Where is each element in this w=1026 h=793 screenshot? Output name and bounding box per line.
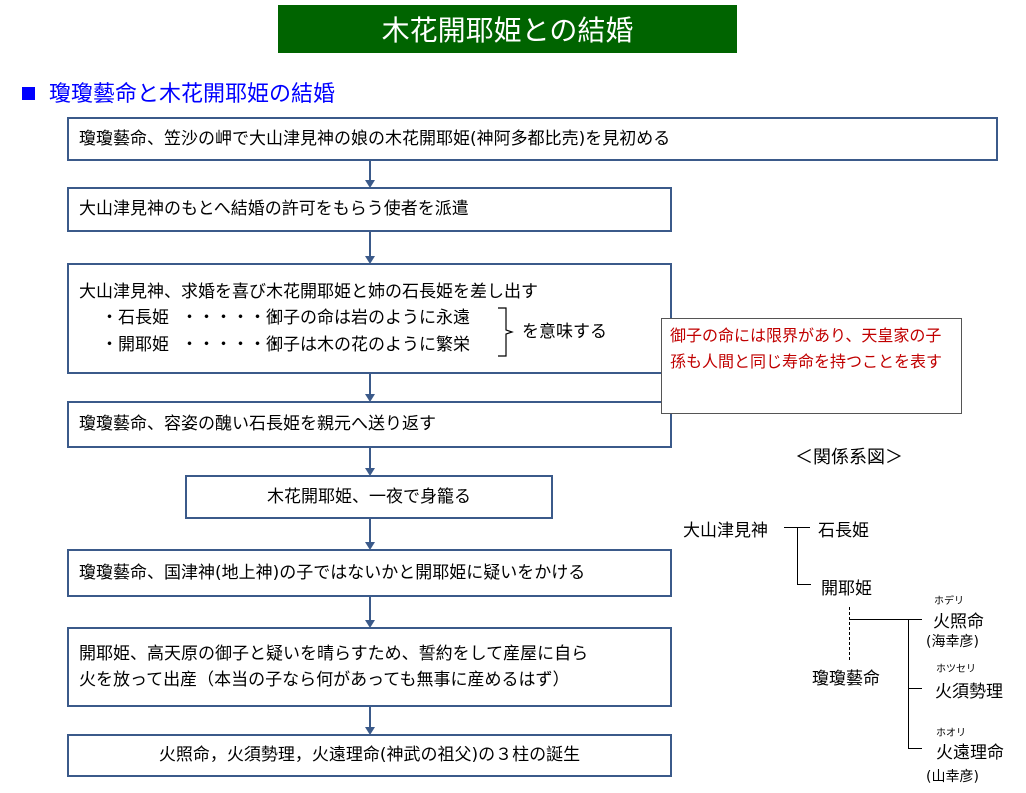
step-1-box: 瓊瓊藝命、笠沙の岬で大山津見神の娘の木花開耶姫(神阿多都比売)を見初める [67,117,998,161]
genealogy-title: ＜関係系図＞ [795,447,903,468]
item-dots: ・・・・・・ [181,308,283,329]
line [797,527,798,585]
step-2-box: 大山津見神のもとへ結婚の許可をもらう使者を派遣 [67,187,672,232]
step-7-line-2: 火を放って出産（本当の子なら何があっても無事に産めるはず） [79,670,570,690]
arrow-2 [365,232,375,264]
slide-title: 木花開耶姫との結婚 [278,5,737,53]
item-meaning: 御子は木の花のように繁栄 [266,334,470,355]
marriage-dashed-line [849,607,850,660]
arrow-3 [365,374,375,402]
step-6-text: 瓊瓊藝命、国津神(地上神)の子ではないかと開耶姫に疑いをかける [79,562,586,583]
arrow-5 [365,519,375,550]
item-dots: ・・・・・・ [181,334,283,355]
child-1-furigana: ホデリ [934,596,964,607]
item-name: ・開耶姫 [101,334,169,355]
step-4-box: 瓊瓊藝命、容姿の醜い石長姫を親元へ送り返す [67,401,672,448]
step-8-box: 火照命，火須勢理，火遠理命(神武の祖父)の３柱の誕生 [67,734,672,777]
note-callout: 御子の命には限界があり、天皇家の子孫も人間と同じ寿命を持つことを表す [661,318,962,414]
arrow-7 [365,707,375,735]
item-name: ・石長姫 [101,308,169,329]
step-7-line-1: 開耶姫、高天原の御子と疑いを晴らすため、誓約をして産屋に自ら [79,643,589,664]
arrow-4 [365,448,375,476]
step-5-box: 木花開耶姫、一夜で身籠る [185,475,553,519]
child-1-name: 火照命 [933,612,984,632]
genealogy-daughter-1: 石長姫 [818,521,869,541]
section-heading-text: 瓊瓊藝命と木花開耶姫の結婚 [49,82,336,107]
arrow-6 [365,597,375,628]
genealogy-daughter-2: 開耶姫 [821,579,872,599]
genealogy-father: 大山津見神 [683,521,768,541]
child-1-alias: (海幸彦) [926,634,979,650]
meaning-list: ・石長姫・・・・・・御子の命は岩のように永遠 ・開耶姫・・・・・・御子は木の花の… [79,305,470,358]
step-5-text: 木花開耶姫、一夜で身籠る [267,486,471,507]
meaning-row: ・開耶姫・・・・・・御子は木の花のように繁栄 [79,332,470,358]
step-3-box: 大山津見神、求婚を喜び木花開耶姫と姉の石長姫を差し出す ・石長姫・・・・・・御子… [67,263,672,374]
line [908,619,909,749]
step-8-text: 火照命，火須勢理，火遠理命(神武の祖父)の３柱の誕生 [158,745,581,766]
child-2-furigana: ホツセリ [936,664,976,675]
brace-label: を意味する [522,321,607,342]
line [797,584,811,585]
step-6-box: 瓊瓊藝命、国津神(地上神)の子ではないかと開耶姫に疑いをかける [67,549,672,597]
step-4-text: 瓊瓊藝命、容姿の醜い石長姫を親元へ送り返す [79,414,436,435]
step-3-text: 大山津見神、求婚を喜び木花開耶姫と姉の石長姫を差し出す [79,281,538,302]
child-3-name: 火遠理命 [936,743,1004,763]
meaning-row: ・石長姫・・・・・・御子の命は岩のように永遠 [79,305,470,331]
line [908,748,922,749]
child-2-name: 火須勢理 [935,682,1003,702]
genealogy-husband: 瓊瓊藝命 [812,669,880,689]
section-heading: 瓊瓊藝命と木花開耶姫の結婚 [22,76,335,108]
line [908,688,922,689]
line [850,619,922,620]
meaning-group: ・石長姫・・・・・・御子の命は岩のように永遠 ・開耶姫・・・・・・御子は木の花の… [79,305,660,358]
step-1-text: 瓊瓊藝命、笠沙の岬で大山津見神の娘の木花開耶姫(神阿多都比売)を見初める [79,128,671,149]
child-3-furigana: ホオリ [936,728,966,739]
item-meaning: 御子の命は岩のように永遠 [266,308,470,329]
step-7-box: 開耶姫、高天原の御子と疑いを晴らすため、誓約をして産屋に自ら火を放って出産（本当… [67,627,672,707]
arrow-1 [365,161,375,188]
child-3-alias: (山幸彦) [926,769,979,785]
step-2-text: 大山津見神のもとへ結婚の許可をもらう使者を派遣 [79,199,469,220]
right-brace-icon [498,307,514,357]
square-bullet-icon [22,86,35,100]
